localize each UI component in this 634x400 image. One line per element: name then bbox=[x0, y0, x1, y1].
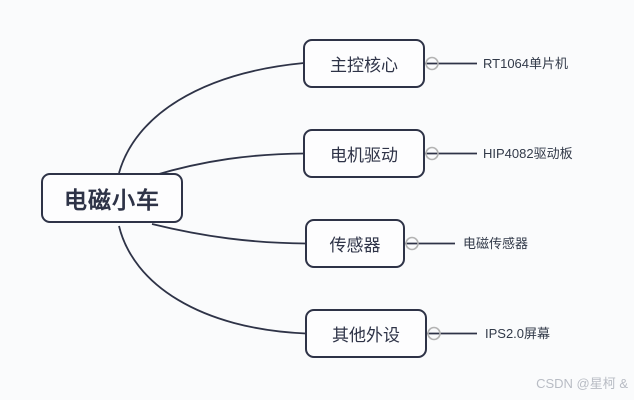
leaf-node-driver-board[interactable]: HIP4082驱动板 bbox=[483, 146, 573, 161]
branch-node-label: 传感器 bbox=[329, 236, 381, 255]
branch-node-motor-drive[interactable]: 电机驱动 bbox=[303, 129, 425, 178]
collapse-toggle-icon[interactable] bbox=[425, 56, 439, 71]
branch-node-main-control[interactable]: 主控核心 bbox=[303, 39, 425, 88]
branch-node-label: 主控核心 bbox=[330, 56, 398, 75]
root-node[interactable]: 电磁小车 bbox=[41, 173, 183, 223]
leaf-node-screen[interactable]: IPS2.0屏幕 bbox=[485, 326, 551, 341]
branch-node-label: 电机驱动 bbox=[330, 146, 398, 165]
branch-node-sensor[interactable]: 传感器 bbox=[305, 219, 405, 268]
leaf-node-em-sensor[interactable]: 电磁传感器 bbox=[463, 236, 529, 251]
connector-curve-branch1 bbox=[118, 62, 305, 174]
collapse-toggle-icon[interactable] bbox=[427, 326, 441, 341]
collapse-toggle-icon[interactable] bbox=[425, 146, 439, 161]
collapse-toggle-icon[interactable] bbox=[405, 236, 419, 251]
connector-curve-branch4 bbox=[118, 225, 307, 335]
watermark: CSDN @星柯 & bbox=[536, 376, 628, 391]
leaf-node-mcu[interactable]: RT1064单片机 bbox=[483, 56, 569, 71]
connector-curve-branch2 bbox=[151, 152, 305, 177]
connector-curve-branch3 bbox=[151, 223, 307, 245]
branch-node-label: 其他外设 bbox=[332, 326, 400, 345]
root-node-label: 电磁小车 bbox=[64, 187, 160, 213]
branch-node-peripherals[interactable]: 其他外设 bbox=[305, 309, 427, 358]
